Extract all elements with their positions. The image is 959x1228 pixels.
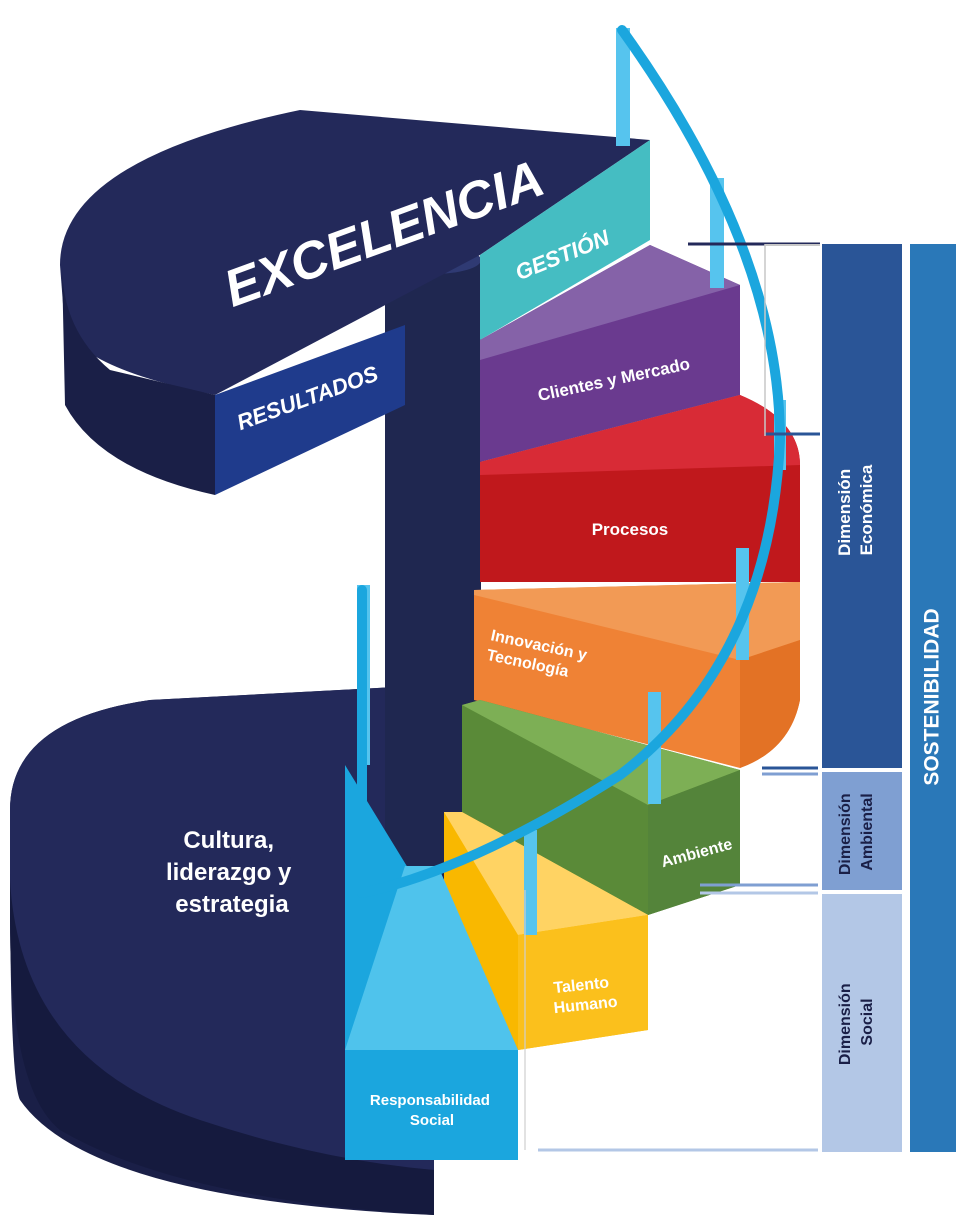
dimension-economica-label: Dimensión Económica [835,464,876,556]
post [616,28,630,146]
responsabilidad-label: Responsabilidad Social [370,1092,494,1129]
procesos-label: Procesos [592,520,669,539]
rail-line [357,25,785,898]
handrail [357,25,786,935]
base-label: Cultura, liderazgo y estrategia [166,827,298,918]
gestion-face [480,140,650,340]
talento-label: Talento Humano [551,974,619,1018]
sostenibilidad-label: SOSTENIBILIDAD [921,608,944,785]
dimension-ambiental-bar [822,772,902,890]
steps [345,245,800,1160]
resultados-face [215,325,405,495]
dimension-social-label: Dimensión Social [837,979,876,1065]
dimension-bars [822,244,956,1152]
dimension-economica-bar [822,244,902,768]
sostenibilidad-bar [910,244,956,1152]
base-platform [10,685,434,1215]
dimension-social-bar [822,894,902,1152]
top-platform [60,110,650,495]
connector-lines [524,242,820,1152]
dimension-ambiental-label: Dimensión Ambiental [837,789,876,875]
post [524,830,537,935]
